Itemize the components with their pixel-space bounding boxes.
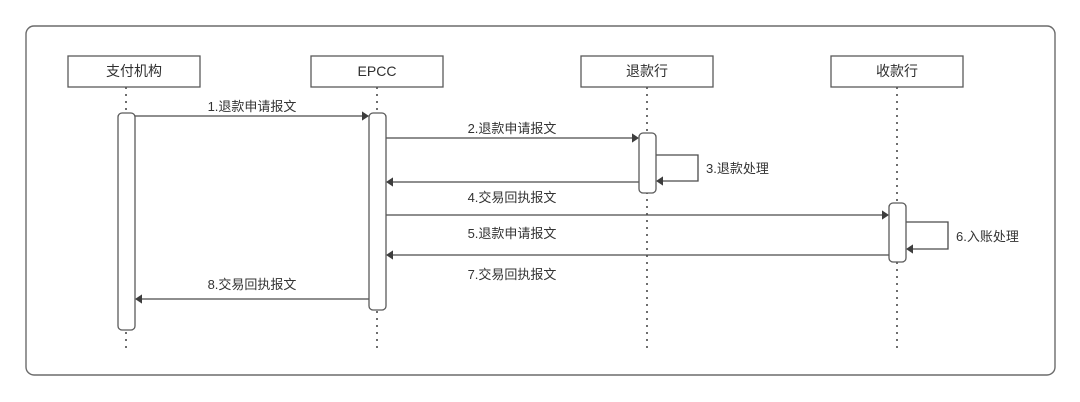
message-arrowhead-5 [882, 210, 889, 220]
message-label-4: 4.交易回执报文 [468, 190, 557, 205]
messages-layer [135, 111, 949, 304]
participant-box-payee_bank [830, 55, 964, 88]
message-6[interactable] [906, 221, 949, 254]
message-arrowhead-2 [632, 133, 639, 143]
message-label-6: 6.入账处理 [956, 229, 1019, 244]
participant-refund_bank[interactable]: 退款行 [580, 55, 714, 88]
message-7[interactable] [386, 250, 889, 260]
message-label-3: 3.退款处理 [706, 161, 769, 176]
message-arrowhead-6 [906, 244, 913, 254]
message-label-7: 7.交易回执报文 [468, 267, 557, 282]
message-arrowhead-3 [656, 176, 663, 186]
message-arrowhead-8 [135, 294, 142, 304]
activation-bar-epcc [368, 112, 387, 311]
message-3[interactable] [656, 154, 699, 186]
diagram-frame [25, 25, 1056, 376]
message-arrowhead-7 [386, 250, 393, 260]
message-label-5: 5.退款申请报文 [468, 226, 557, 241]
message-8[interactable] [135, 294, 369, 304]
message-line-6 [906, 221, 949, 250]
participant-label-refund_bank: 退款行 [626, 63, 668, 79]
message-1[interactable] [135, 111, 369, 121]
message-arrowhead-1 [362, 111, 369, 121]
message-label-2: 2.退款申请报文 [468, 121, 557, 136]
activations-layer [117, 112, 907, 331]
participant-label-payee_bank: 收款行 [876, 63, 918, 79]
message-line-3 [656, 154, 699, 182]
participant-label-psp: 支付机构 [106, 63, 162, 79]
message-labels-layer: 1.退款申请报文 2.退款申请报文 3.退款处理 4.交易回执报文 5.退款申请报文 6.… [208, 99, 1019, 292]
participant-epcc[interactable]: EPCC [310, 55, 444, 88]
participant-label-epcc: EPCC [358, 63, 397, 79]
message-arrowhead-4 [386, 177, 393, 187]
message-5[interactable] [386, 210, 889, 220]
participant-psp[interactable]: 支付机构 [67, 55, 201, 88]
message-4[interactable] [386, 177, 639, 187]
participant-box-psp [67, 55, 201, 88]
activation-bar-refund_bank [638, 132, 657, 194]
message-label-8: 8.交易回执报文 [208, 277, 297, 292]
participant-payee_bank[interactable]: 收款行 [830, 55, 964, 88]
message-2[interactable] [386, 133, 639, 143]
activation-bar-psp [117, 112, 136, 331]
message-label-1: 1.退款申请报文 [208, 99, 297, 114]
participant-box-epcc [310, 55, 444, 88]
activation-bar-payee_bank [888, 202, 907, 263]
participants-layer: 支付机构 EPCC 退款行 收款行 [67, 55, 964, 88]
participant-box-refund_bank [580, 55, 714, 88]
